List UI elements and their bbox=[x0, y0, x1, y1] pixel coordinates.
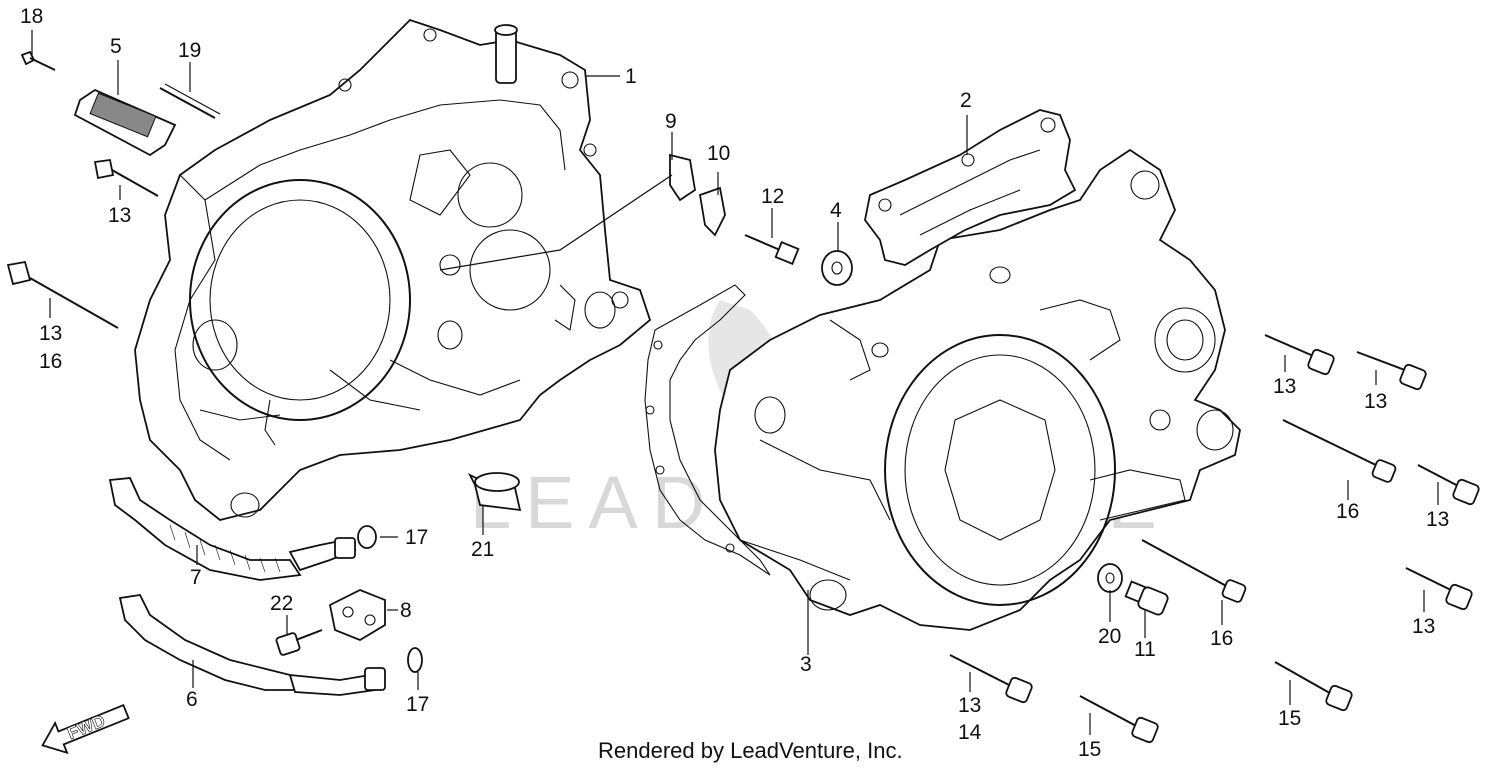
washer-17-lower bbox=[407, 647, 423, 673]
footer-credit: Rendered by LeadVenture, Inc. bbox=[598, 738, 903, 763]
callout-2: 2 bbox=[960, 89, 972, 112]
callout-5: 5 bbox=[110, 35, 122, 58]
callout-16-left: 16 bbox=[39, 350, 62, 373]
callout-16-lower: 16 bbox=[1210, 627, 1233, 650]
bolt-16-right bbox=[1282, 419, 1397, 483]
washer-20 bbox=[1097, 563, 1123, 593]
oil-hose-7 bbox=[108, 477, 357, 581]
callout-1: 1 bbox=[625, 65, 637, 88]
collar-21 bbox=[467, 472, 522, 512]
callout-13-left: 13 bbox=[39, 322, 62, 345]
bolt-12 bbox=[744, 234, 800, 265]
plate-8 bbox=[328, 589, 386, 642]
callout-6: 6 bbox=[186, 688, 198, 711]
bolt-13-right-b bbox=[1356, 351, 1427, 391]
callout-16-right: 16 bbox=[1336, 500, 1359, 523]
callout-13-lower: 13 bbox=[958, 694, 981, 717]
callout-13-right-b: 13 bbox=[1364, 390, 1387, 413]
callout-22: 22 bbox=[270, 592, 293, 615]
callout-8: 8 bbox=[400, 599, 412, 622]
clip-10 bbox=[698, 186, 726, 237]
callouts: 1 2 3 4 5 6 7 8 9 10 11 12 13 13 13 13 1… bbox=[20, 5, 1449, 761]
callout-13-right-c: 13 bbox=[1426, 508, 1449, 531]
callout-11: 11 bbox=[1134, 638, 1156, 661]
callout-15-right: 15 bbox=[1278, 707, 1301, 730]
callout-3: 3 bbox=[800, 653, 812, 676]
callout-20: 20 bbox=[1098, 625, 1121, 648]
callout-21: 21 bbox=[471, 538, 494, 561]
bolt-19 bbox=[159, 83, 221, 119]
callout-4: 4 bbox=[830, 199, 842, 222]
bolt-13-16-left bbox=[6, 260, 119, 329]
bolt-13-right-a bbox=[1264, 334, 1335, 376]
oil-hose-6 bbox=[118, 594, 386, 696]
callout-17-upper: 17 bbox=[405, 526, 428, 549]
fwd-label: FWD bbox=[65, 711, 108, 743]
callout-12: 12 bbox=[761, 185, 784, 208]
right-crankcase bbox=[714, 148, 1241, 631]
crankcase-gasket bbox=[644, 284, 771, 576]
callout-9: 9 bbox=[665, 110, 677, 133]
clip-9 bbox=[669, 153, 696, 202]
bolt-11 bbox=[1124, 580, 1169, 616]
callout-18: 18 bbox=[20, 5, 43, 28]
callout-17-lower: 17 bbox=[406, 693, 429, 716]
bolt-22 bbox=[275, 629, 323, 656]
callout-13-right-d: 13 bbox=[1412, 615, 1435, 638]
callout-13-right-a: 13 bbox=[1273, 375, 1296, 398]
leader-lines bbox=[31, 30, 1439, 735]
washer-4 bbox=[821, 250, 853, 286]
washer-17-upper bbox=[357, 525, 377, 549]
callout-10: 10 bbox=[707, 142, 730, 165]
bolt-13-14 bbox=[949, 654, 1033, 704]
callout-14: 14 bbox=[958, 721, 982, 744]
callout-15-lower: 15 bbox=[1078, 738, 1101, 761]
bolt-18 bbox=[20, 50, 56, 71]
bolt-15-lower bbox=[1079, 695, 1159, 744]
bolt-13-right-d bbox=[1405, 567, 1473, 611]
bracket-2 bbox=[864, 109, 1077, 266]
bolt-13-upper-left bbox=[93, 158, 159, 197]
callout-19: 19 bbox=[178, 39, 201, 62]
callout-13-upper-left: 13 bbox=[108, 204, 131, 227]
left-crankcase bbox=[134, 18, 652, 521]
fwd-arrow: FWD bbox=[41, 704, 130, 755]
screen-5 bbox=[73, 88, 177, 157]
bolt-13-right-c bbox=[1417, 464, 1480, 506]
bolt-15-right bbox=[1274, 661, 1353, 712]
callout-7: 7 bbox=[190, 566, 202, 589]
bolt-16-lower bbox=[1141, 539, 1247, 603]
